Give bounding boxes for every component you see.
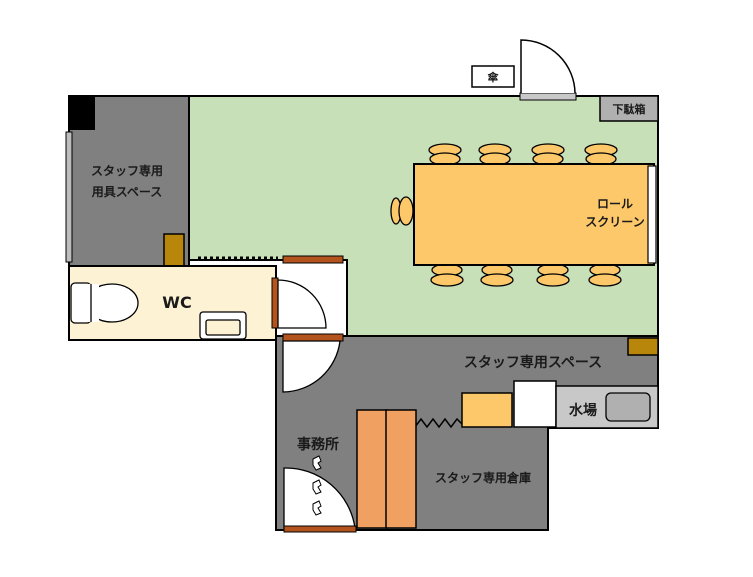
staff-tool-space-shelf xyxy=(163,233,185,267)
fridge xyxy=(513,380,557,428)
entrance-door-swing xyxy=(520,39,576,94)
chair-bottom-4 xyxy=(588,263,622,287)
wc-door-swing xyxy=(277,279,327,329)
staff-tool-space-window xyxy=(65,131,73,263)
staff-space-label: スタッフ専用スペース xyxy=(464,354,602,371)
storage-curtain xyxy=(414,417,463,429)
chair-bottom-3 xyxy=(536,263,570,287)
chair-bottom-1 xyxy=(430,263,464,287)
chair-top-2 xyxy=(478,143,512,166)
umbrella-label: 傘 xyxy=(488,70,500,84)
chair-top-4 xyxy=(584,143,618,166)
meeting-door-frame-bottom xyxy=(282,333,344,342)
chair-left xyxy=(390,196,414,226)
roll-screen-label-2: スクリーン xyxy=(585,215,644,229)
chair-top-3 xyxy=(531,143,565,166)
staff-tool-space-black-block xyxy=(69,96,95,130)
meeting-door-frame-top xyxy=(282,255,344,264)
roll-screen xyxy=(647,165,657,264)
staff-tool-space-label-1: スタッフ専用 xyxy=(91,163,163,178)
staff-space-shelf xyxy=(627,337,659,356)
storage-shelf-2 xyxy=(385,409,417,529)
sink-label: 水場 xyxy=(569,402,597,419)
office-entrance-door-frame xyxy=(283,525,357,533)
footprints-icon xyxy=(312,455,322,516)
storage-label: スタッフ専用倉庫 xyxy=(435,470,531,485)
entrance-door-frame xyxy=(519,92,577,101)
storage-shelf-1 xyxy=(356,409,388,529)
meeting-table-group: ロール スクリーン xyxy=(390,143,657,287)
chair-bottom-2 xyxy=(480,263,514,287)
staff-tool-space-label-2: 用具スペース xyxy=(91,185,163,199)
chair-top-1 xyxy=(428,143,462,166)
counter xyxy=(461,392,513,428)
shoe-box-label: 下駄箱 xyxy=(613,102,646,116)
roll-screen-label-1: ロール xyxy=(597,197,633,211)
office-door-swing xyxy=(282,340,341,393)
office-label: 事務所 xyxy=(297,436,339,453)
wc-label: WC xyxy=(162,293,191,312)
wc-sink-icon xyxy=(199,311,247,340)
meeting-table xyxy=(413,163,655,266)
wc-door-frame xyxy=(271,277,279,329)
toilet-icon xyxy=(70,282,139,324)
umbrella-stand xyxy=(471,65,515,88)
shoe-box xyxy=(599,95,659,122)
sink-basin xyxy=(605,392,651,422)
